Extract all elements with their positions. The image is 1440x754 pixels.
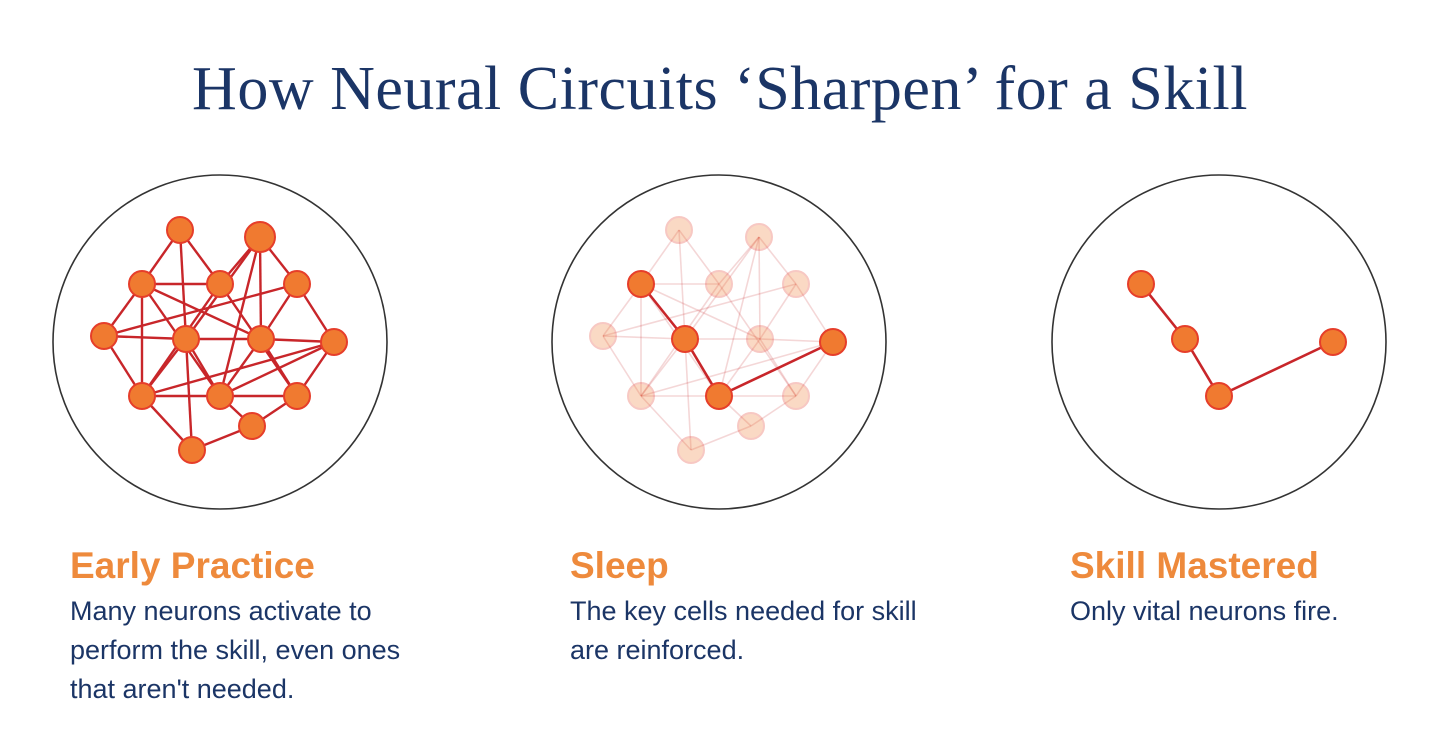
faint-neuron-node	[677, 436, 705, 464]
neuron-node	[627, 270, 655, 298]
neuron-node	[128, 382, 156, 410]
connection-line	[258, 236, 263, 340]
faint-neuron-node	[589, 322, 617, 350]
panel-outline-circle	[551, 174, 887, 510]
neuron-node	[1127, 270, 1155, 298]
faint-neuron-node	[745, 223, 773, 251]
neuron-node	[1319, 328, 1347, 356]
neuron-node	[166, 216, 194, 244]
faint-neuron-node	[627, 382, 655, 410]
connection-line	[640, 283, 761, 340]
connection-line	[759, 283, 797, 340]
connection-line	[758, 236, 797, 285]
skill-mastered-caption: Skill Mastered Only vital neurons fire.	[1070, 540, 1440, 631]
neuron-node	[172, 325, 200, 353]
early-practice-panel	[52, 174, 388, 510]
faint-neuron-node	[782, 382, 810, 410]
stage-description-sleep: The key cells needed for skill are reinf…	[570, 596, 917, 665]
early-practice-caption: Early Practice Many neurons activate to …	[70, 540, 450, 709]
stage-label-early-practice: Early Practice	[70, 545, 315, 586]
connection-line	[218, 236, 262, 397]
connection-line	[684, 236, 760, 340]
stage-description-early-practice: Many neurons activate to perform the ski…	[70, 596, 401, 704]
stage-description-skill-mastered: Only vital neurons fire.	[1070, 596, 1339, 626]
neuron-node	[671, 325, 699, 353]
connection-line	[718, 283, 797, 397]
neuron-node	[320, 328, 348, 356]
neuron-node	[206, 382, 234, 410]
connection-line	[678, 229, 686, 340]
connection-line	[141, 340, 335, 398]
neuron-node	[1205, 382, 1233, 410]
connection-line	[602, 335, 642, 397]
neuron-node	[1171, 325, 1199, 353]
connection-line	[718, 236, 760, 397]
faint-neuron-node	[705, 270, 733, 298]
connection-line	[602, 283, 797, 337]
strong-connection-line	[1218, 340, 1334, 398]
neuron-node	[206, 270, 234, 298]
neuron-node	[238, 412, 266, 440]
connection-line	[678, 229, 720, 285]
connection-line	[690, 425, 752, 451]
panel-outline-circle	[52, 174, 388, 510]
connection-line	[219, 340, 335, 398]
neuron-node	[244, 221, 276, 253]
connection-line	[640, 395, 692, 451]
neuron-node	[128, 270, 156, 298]
neuron-node	[90, 322, 118, 350]
faint-neuron-node	[737, 412, 765, 440]
faint-neuron-node	[782, 270, 810, 298]
skill-mastered-panel	[1051, 174, 1387, 510]
sleep-caption: Sleep The key cells needed for skill are…	[570, 540, 950, 670]
stage-label-sleep: Sleep	[570, 545, 669, 586]
connection-line	[184, 338, 194, 451]
faint-neuron-node	[746, 325, 774, 353]
neuron-node	[178, 436, 206, 464]
sleep-panel	[551, 174, 887, 510]
connection-line	[103, 282, 298, 338]
strong-connection-line	[718, 340, 834, 398]
connection-line	[684, 338, 692, 451]
connection-line	[758, 236, 761, 340]
neuron-node	[705, 382, 733, 410]
diagram-title: How Neural Circuits ‘Sharpen’ for a Skil…	[192, 55, 1248, 123]
neuron-node	[819, 328, 847, 356]
connection-line	[718, 236, 760, 285]
stage-label-skill-mastered: Skill Mastered	[1070, 545, 1319, 586]
panel-outline-circle	[1051, 174, 1387, 510]
neuron-node	[283, 382, 311, 410]
neuron-node	[247, 325, 275, 353]
connection-line	[640, 341, 834, 397]
faint-neuron-node	[665, 216, 693, 244]
neuron-node	[283, 270, 311, 298]
connection-line	[750, 395, 797, 427]
